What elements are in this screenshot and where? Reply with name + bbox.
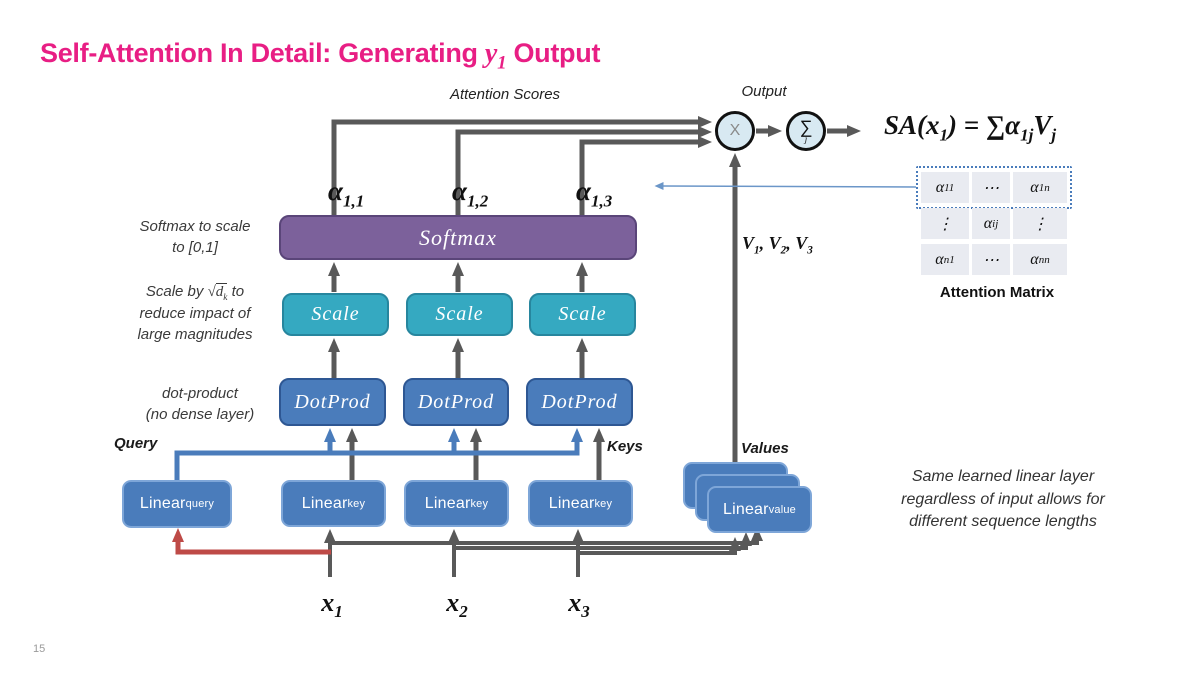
softmax-note: Softmax to scale to [0,1]	[139, 218, 251, 256]
matrix-cell: ⋯	[972, 172, 1010, 203]
alpha-1-3-label: α1,3	[576, 176, 613, 211]
keys-label: Keys	[607, 438, 643, 455]
matrix-cell: ⋮	[921, 208, 969, 239]
input-x1-label: x1	[321, 588, 343, 622]
page-title: Self-Attention In Detail: Generating y1 …	[40, 38, 601, 74]
query-label: Query	[114, 435, 158, 452]
attention-scores-label: Attention Scores	[449, 86, 561, 103]
pointer-matrix-to-alphas	[654, 182, 917, 191]
multiply-icon: X	[729, 122, 741, 139]
scale-box-3: Scale	[529, 293, 636, 336]
softmax-box: Softmax	[279, 215, 637, 260]
input-x2-label: x2	[446, 588, 468, 622]
attention-matrix-caption: Attention Matrix	[939, 284, 1055, 301]
alpha-1-2-label: α1,2	[452, 176, 489, 211]
self-attention-formula: SA(x1) = ∑α1jVj	[884, 110, 1057, 145]
wire-x1-to-query	[172, 528, 331, 555]
dotprod-note: dot-product (no dense layer)	[145, 385, 255, 423]
scale-box-2: Scale	[406, 293, 513, 336]
dotprod-box-1: DotProd	[279, 378, 386, 426]
page-number: 15	[33, 643, 46, 655]
output-label: Output	[741, 83, 787, 100]
wire-query-main	[174, 428, 583, 480]
matrix-cell: ⋮	[1013, 208, 1067, 239]
multiply-node: X	[715, 111, 755, 151]
scale-box-1: Scale	[282, 293, 389, 336]
linear-value-note: Same learned linear layer regardless of …	[901, 468, 1105, 530]
matrix-cell: ⋯	[972, 244, 1010, 275]
title-math-y1: y1	[484, 38, 507, 74]
sum-node: ∑ j	[786, 111, 826, 151]
wire-x3-to-value	[578, 537, 741, 555]
input-x3-label: x3	[568, 588, 590, 622]
arrow-alpha3-to-multiply	[579, 136, 712, 216]
values-label: Values	[741, 440, 789, 457]
wire-x2-to-value	[454, 532, 752, 550]
dotprod-box-3: DotProd	[526, 378, 633, 426]
sigma-icon: ∑	[799, 116, 813, 137]
arrow-alpha1-to-multiply	[331, 116, 712, 216]
scale-note: Scale by √dk to reduce impact of large m…	[137, 283, 253, 343]
alpha-1-1-label: α1,1	[328, 176, 365, 211]
wire-x1-to-value	[330, 527, 763, 545]
dotprod-box-2: DotProd	[403, 378, 509, 426]
values-math-label: V1, V2, V3	[742, 233, 813, 257]
arrow-alpha2-to-multiply	[455, 126, 712, 216]
sqrt-symbol: √	[207, 284, 216, 300]
